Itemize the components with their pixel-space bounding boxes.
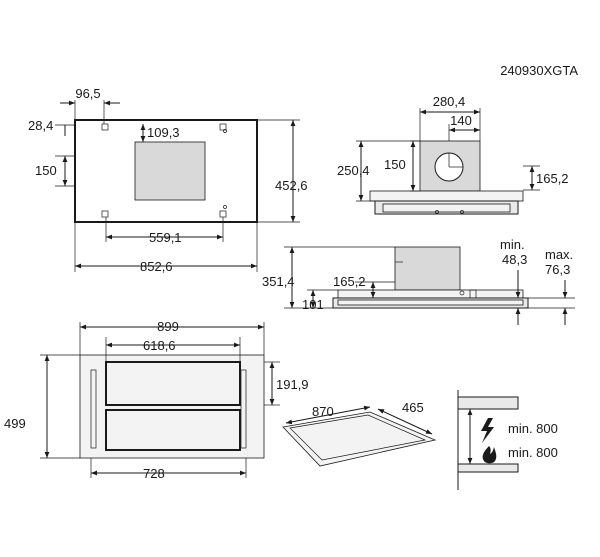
dim-165-2-side: 165,2 [536,171,569,186]
dim-728: 728 [143,466,165,481]
top-view: 96,5 28,4 109,3 150 452,6 559,1 852,6 [28,86,308,274]
hob-side-icon [457,463,519,473]
dim-559-1: 559,1 [149,230,182,245]
dim-351-4: 351,4 [262,274,295,289]
electric-icon [481,418,494,443]
filter-upper [105,361,241,406]
dim-max-label: max. [545,247,573,262]
model-code: 240930XGTA [500,63,578,78]
dim-48-3: 48,3 [502,252,527,267]
hood-outline-top [74,119,258,223]
dim-465: 465 [402,400,424,415]
clearance-diagram: min. 800 min. 800 [457,390,558,490]
dim-96-5: 96,5 [75,86,100,101]
dim-150-top: 150 [35,163,57,178]
dim-76-3: 76,3 [545,262,570,277]
ceiling-cutout [79,354,265,459]
dim-452-6: 452,6 [275,178,308,193]
dim-280-4: 280,4 [433,94,466,109]
filter-lower [105,409,241,451]
dim-140: 140 [450,113,472,128]
front-view: 351,4 165,2 101 min. 48,3 max. 76,3 [262,237,575,325]
motor-box-top [134,141,206,201]
dim-191-9: 191,9 [276,377,309,392]
dim-852-6: 852,6 [140,259,173,274]
dim-min-label: min. [500,237,525,252]
dim-109-3: 109,3 [147,125,180,140]
dim-618-6: 618,6 [143,338,176,353]
gas-flame-icon [482,446,497,464]
gas-clearance-label: min. 800 [508,445,558,460]
electric-clearance-label: min. 800 [508,421,558,436]
dim-28-4: 28,4 [28,118,53,133]
dim-150-side: 150 [384,157,406,172]
motor-box-front [394,246,461,291]
panel-outline [282,411,437,467]
cutout-view: 899 618,6 499 191,9 728 [4,319,309,481]
dim-165-2-front: 165,2 [333,274,366,289]
dim-101: 101 [302,297,324,312]
dim-499: 499 [4,416,26,431]
dim-899: 899 [157,319,179,334]
dim-250-4: 250,4 [337,163,370,178]
side-view: 280,4 140 250,4 150 165,2 [337,94,569,215]
dim-870: 870 [312,404,334,419]
panel-perspective: 870 465 [282,400,437,467]
hood-side-icon [457,396,519,410]
